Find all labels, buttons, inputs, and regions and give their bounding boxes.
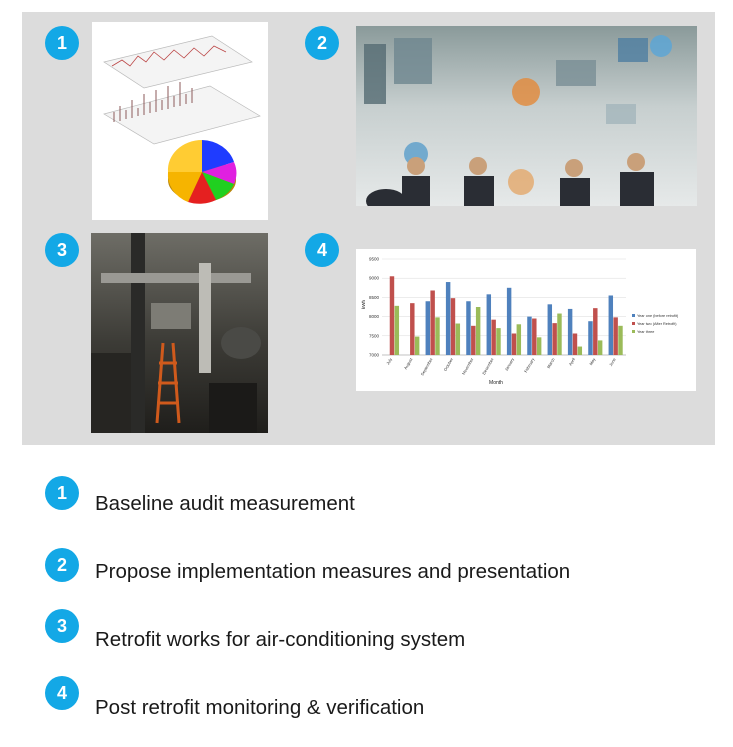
- chart-bar: [389, 276, 395, 355]
- pie-chart-graphic: [167, 139, 237, 204]
- monitoring-chart-image: 9500 9000 8500 8000 7500 7000 July August Septe…: [356, 249, 696, 391]
- chart-bar: [414, 336, 420, 355]
- chart-bar: [486, 294, 492, 355]
- pipework-graphic: [91, 233, 261, 433]
- chart-bar: [597, 340, 603, 355]
- step-list-badge-1: 1: [45, 476, 79, 510]
- chart-x-tick-label: July: [385, 357, 393, 366]
- chart-bar: [532, 318, 537, 355]
- chart-y-tick-label: 7000: [369, 353, 380, 358]
- chart-bar: [613, 317, 618, 355]
- chart-x-tick-label: December: [481, 356, 495, 375]
- chart-bar: [496, 328, 501, 355]
- step-badge-2: 2: [305, 26, 339, 60]
- chart-bar: [491, 319, 496, 355]
- chart-y-tick-label: 7500: [369, 333, 380, 338]
- step-list-badge-2: 2: [45, 548, 79, 582]
- chart-legend-label: Year two (After Retrofit): [637, 322, 677, 326]
- chart-bar: [410, 303, 415, 355]
- chart-bar: [536, 337, 542, 355]
- chart-bar: [608, 295, 614, 355]
- chart-x-tick-label: October: [443, 356, 455, 371]
- chart-bar: [527, 316, 532, 355]
- chart-x-tick-label: March: [546, 357, 556, 369]
- step-label-3: Retrofit works for air-conditioning syst…: [95, 628, 466, 651]
- chart-bar: [450, 298, 456, 355]
- chart-x-axis-label: Month: [489, 380, 503, 386]
- chart-legend-swatch: [632, 322, 635, 325]
- chart-y-tick-label: 8000: [369, 314, 380, 319]
- chart-legend-swatch: [632, 314, 635, 317]
- chart-bar: [466, 301, 471, 355]
- chart-y-tick-label: 9000: [369, 276, 380, 281]
- chart-x-tick-label: April: [568, 357, 576, 367]
- chart-bar: [577, 346, 583, 355]
- chart-legend-label: Year one (before retrofit): [637, 314, 679, 318]
- audit-charts-image: [92, 22, 268, 220]
- step-badge-3: 3: [45, 233, 79, 267]
- chart-bar: [445, 282, 451, 355]
- chart-bar: [618, 325, 623, 355]
- chart-bar: [593, 308, 598, 355]
- step-list-badge-3: 3: [45, 609, 79, 643]
- chart-bar: [394, 305, 400, 355]
- chart-x-tick-label: August: [403, 356, 414, 370]
- step-list-badge-4: 4: [45, 676, 79, 710]
- chart-x-tick-label: February: [523, 357, 535, 373]
- step-label-2: Propose implementation measures and pres…: [95, 560, 571, 583]
- chart-bar: [547, 304, 553, 355]
- chart-bar: [425, 301, 431, 355]
- chart-bar: [516, 324, 522, 355]
- chart-legend-label: Year three: [637, 330, 654, 334]
- energy-bar-chart: 9500 9000 8500 8000 7500 7000 July August Septe…: [361, 257, 679, 387]
- chart-x-tick-label: November: [461, 356, 475, 375]
- chart-bar: [506, 287, 512, 355]
- audience-silhouettes: [366, 153, 654, 206]
- presentation-image: [356, 26, 697, 206]
- step-label-1: Baseline audit measurement: [95, 492, 355, 515]
- chart-bar: [455, 323, 461, 355]
- chart-bar: [552, 323, 557, 355]
- chart-bar: [475, 307, 481, 355]
- step-badge-1: 1: [45, 26, 79, 60]
- chart-y-axis-label: kWh: [361, 300, 366, 309]
- chart-y-tick-label: 8500: [369, 295, 380, 300]
- chart-bar: [557, 313, 562, 355]
- chart-y-tick-label: 9500: [369, 257, 380, 262]
- chart-x-tick-label: September: [420, 356, 434, 376]
- chart-bar: [471, 325, 476, 355]
- step-label-4: Post retrofit monitoring & verification: [95, 696, 425, 719]
- line-chart-graphic: [103, 35, 261, 145]
- chart-bar: [572, 333, 578, 355]
- dashboard-graphics: [364, 35, 672, 195]
- chart-bar: [511, 333, 517, 355]
- step-badge-4: 4: [305, 233, 339, 267]
- chart-x-tick-label: June: [608, 356, 617, 367]
- chart-bar: [430, 290, 435, 355]
- chart-bar: [567, 308, 573, 355]
- plant-room-image: [91, 233, 268, 433]
- chart-bar: [588, 321, 593, 355]
- chart-x-tick-label: January: [504, 357, 515, 372]
- chart-x-tick-label: May: [588, 357, 596, 366]
- chart-bar: [435, 317, 440, 355]
- chart-legend-swatch: [632, 330, 635, 333]
